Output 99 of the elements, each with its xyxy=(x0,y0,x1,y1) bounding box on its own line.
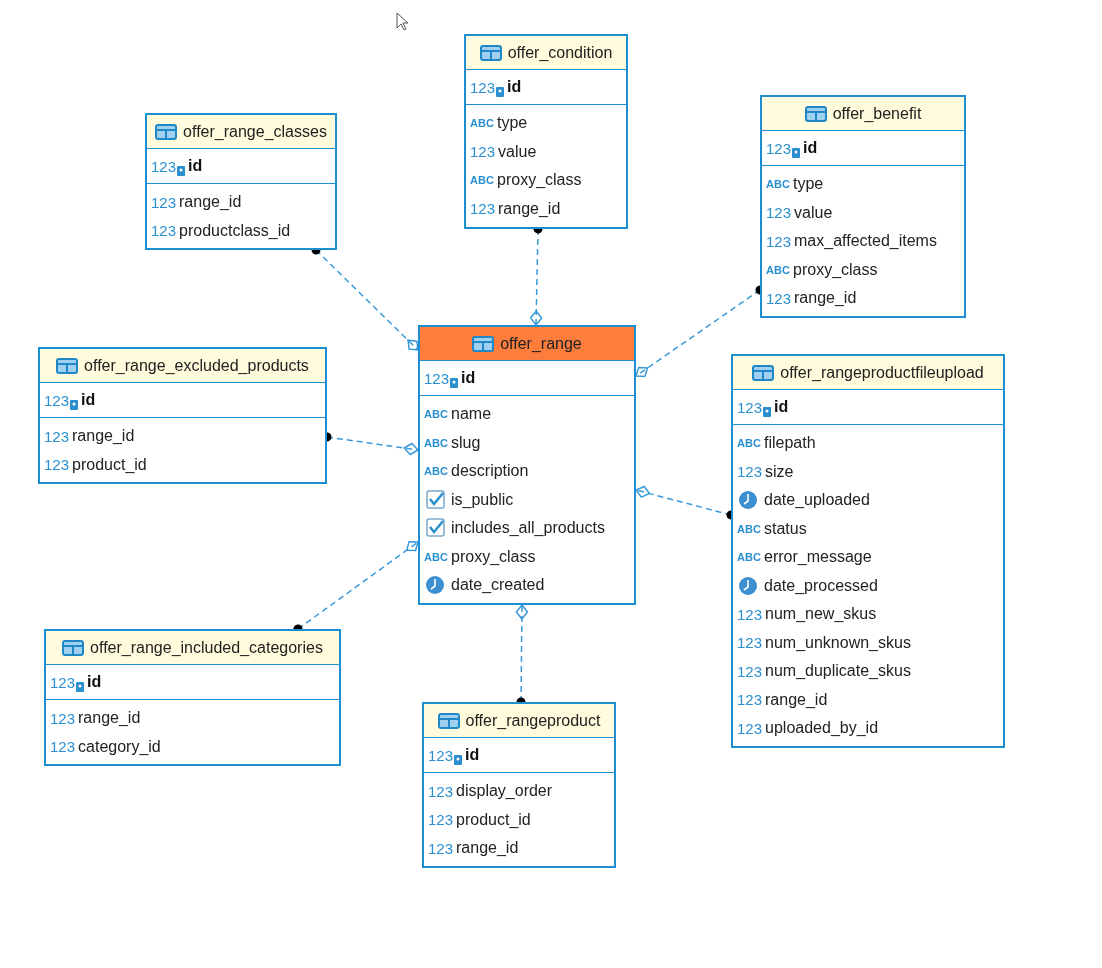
data-type-label: 123 xyxy=(428,782,454,800)
column-name: range_id xyxy=(498,199,561,218)
column-name: range_id xyxy=(179,193,242,212)
column-name: type xyxy=(497,114,528,133)
data-type-label: 123 xyxy=(428,839,454,857)
table-name: offer_condition xyxy=(507,43,613,62)
key-column-name: id xyxy=(774,398,789,416)
column-name: proxy_class xyxy=(497,171,582,190)
data-type-label: ABC xyxy=(766,263,790,276)
data-type-label: ABC xyxy=(424,408,448,421)
column-name: range_id xyxy=(794,289,857,308)
column-name: includes_all_products xyxy=(451,519,605,538)
column-name: range_id xyxy=(765,690,828,709)
data-type-label: 123 xyxy=(737,463,763,481)
table-name: offer_range_excluded_products xyxy=(84,356,309,375)
column-name: status xyxy=(764,519,807,538)
column-name: proxy_class xyxy=(451,547,536,566)
key-column-name: id xyxy=(81,391,96,409)
data-type-label: 123 xyxy=(151,157,177,175)
data-type-label: ABC xyxy=(766,178,790,191)
data-type-label: 123 xyxy=(50,738,76,756)
column-name: slug xyxy=(451,433,481,452)
column-name: date_created xyxy=(451,576,545,595)
column-name: max_affected_items xyxy=(794,232,937,251)
data-type-label: ABC xyxy=(424,436,448,449)
column-name: name xyxy=(451,405,492,424)
data-type-label: 123 xyxy=(737,634,763,652)
table-name: offer_rangeproductfileupload xyxy=(780,363,984,382)
data-type-label: 123 xyxy=(737,719,763,737)
column-name: filepath xyxy=(764,434,816,453)
table-name: offer_range_included_categories xyxy=(90,638,323,657)
entity-table xyxy=(760,95,966,318)
entity-table xyxy=(418,325,636,605)
key-column-name: id xyxy=(507,78,522,96)
data-type-label: 123 xyxy=(50,709,76,727)
data-type-label: 123 xyxy=(470,143,496,161)
key-column-name: id xyxy=(188,157,203,175)
column-name: num_duplicate_skus xyxy=(765,662,911,681)
entity-table xyxy=(731,354,1005,748)
data-type-label: ABC xyxy=(470,174,494,187)
column-name: uploaded_by_id xyxy=(765,719,879,738)
data-type-label: 123 xyxy=(44,456,70,474)
table-name: offer_range xyxy=(500,334,582,353)
data-type-label: ABC xyxy=(737,551,761,564)
entity-table xyxy=(145,113,337,250)
data-type-label: 123 xyxy=(766,289,792,307)
key-column-name: id xyxy=(461,369,476,387)
data-type-label: ABC xyxy=(424,465,448,478)
data-type-label: 123 xyxy=(50,673,76,691)
table-name: offer_range_classes xyxy=(183,122,327,141)
column-name: value xyxy=(794,203,833,222)
column-name: range_id xyxy=(456,839,519,858)
column-name: description xyxy=(451,462,529,481)
column-name: productclass_id xyxy=(179,221,291,240)
entity-table xyxy=(44,629,341,766)
column-name: product_id xyxy=(456,810,531,829)
column-name: size xyxy=(765,462,794,481)
column-name: range_id xyxy=(78,709,141,728)
column-name: num_new_skus xyxy=(765,605,877,624)
data-type-label: 123 xyxy=(424,369,450,387)
column-name: error_message xyxy=(764,548,872,567)
data-type-label: 123 xyxy=(766,139,792,157)
data-type-label: 123 xyxy=(737,398,763,416)
entity-table xyxy=(38,347,327,484)
key-column-name: id xyxy=(465,746,480,764)
key-column-name: id xyxy=(803,139,818,157)
entity-table xyxy=(422,702,616,868)
column-name: date_uploaded xyxy=(764,491,870,510)
data-type-label: 123 xyxy=(470,78,496,96)
data-type-label: 123 xyxy=(428,811,454,829)
data-type-label: 123 xyxy=(470,200,496,218)
data-type-label: 123 xyxy=(44,427,70,445)
column-name: is_public xyxy=(451,490,514,509)
table-name: offer_benefit xyxy=(832,104,922,123)
column-name: num_unknown_skus xyxy=(765,633,911,652)
data-type-label: 123 xyxy=(151,222,177,240)
column-name: date_processed xyxy=(764,576,878,595)
data-type-label: ABC xyxy=(737,437,761,450)
column-name: category_id xyxy=(78,737,161,756)
column-name: display_order xyxy=(456,782,553,801)
column-name: product_id xyxy=(72,455,147,474)
data-type-label: 123 xyxy=(151,193,177,211)
data-type-label: 123 xyxy=(737,662,763,680)
table-name: offer_rangeproduct xyxy=(465,711,601,730)
data-type-label: 123 xyxy=(428,746,454,764)
data-type-label: 123 xyxy=(737,605,763,623)
column-name: value xyxy=(498,142,537,161)
key-column-name: id xyxy=(87,673,102,691)
data-type-label: ABC xyxy=(424,550,448,563)
data-type-label: 123 xyxy=(766,232,792,250)
column-name: type xyxy=(793,175,824,194)
data-type-label: ABC xyxy=(470,117,494,130)
data-type-label: 123 xyxy=(44,391,70,409)
column-name: proxy_class xyxy=(793,260,878,279)
data-type-label: ABC xyxy=(737,522,761,535)
data-type-label: 123 xyxy=(737,691,763,709)
entity-table xyxy=(464,34,628,229)
column-name: range_id xyxy=(72,427,135,446)
data-type-label: 123 xyxy=(766,204,792,222)
